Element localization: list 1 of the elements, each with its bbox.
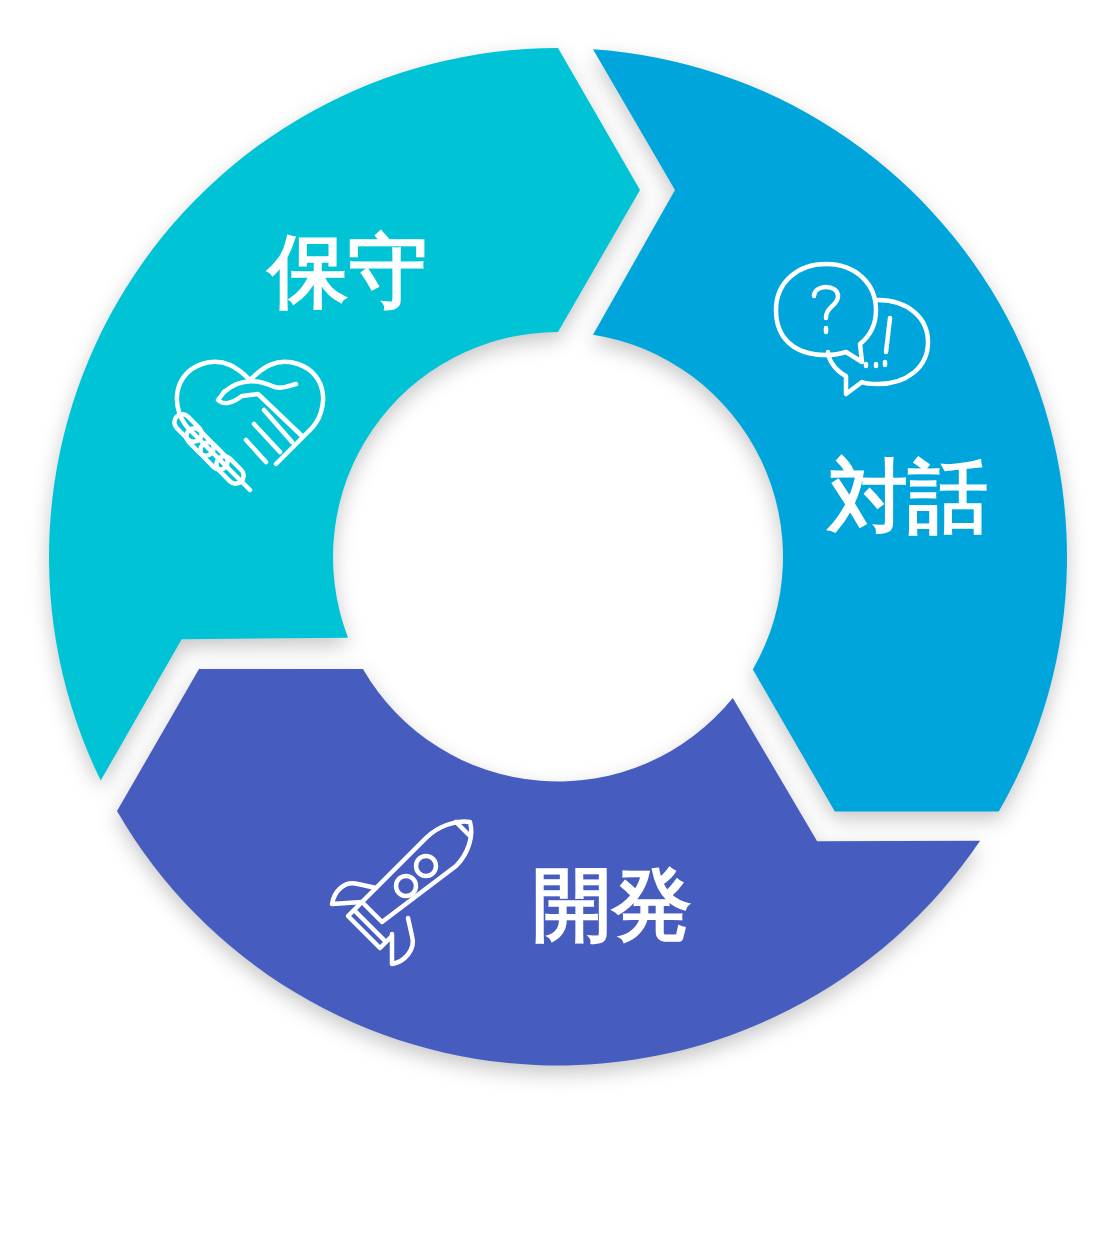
segment-label: 開発 — [532, 865, 692, 945]
